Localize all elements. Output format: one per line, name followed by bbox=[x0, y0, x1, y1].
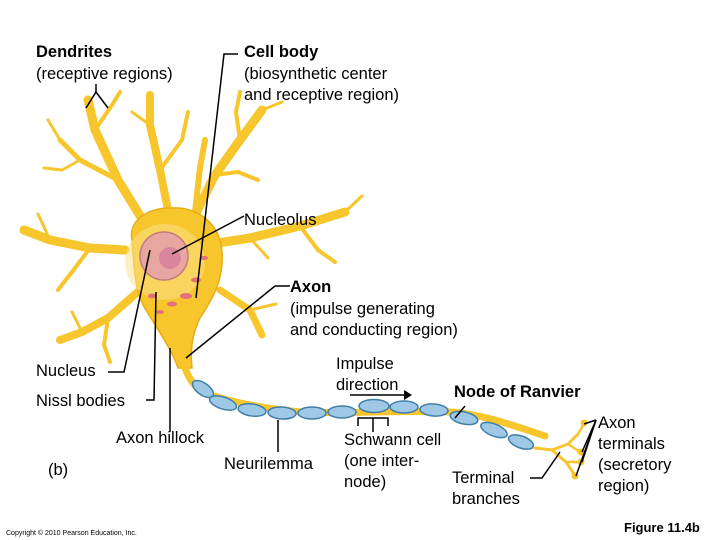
dendrite-branch bbox=[213, 170, 260, 182]
impulse-arrow-head bbox=[404, 390, 412, 400]
terminal-branches-label: Terminal branches bbox=[452, 469, 520, 508]
axon-hillock-label: Axon hillock bbox=[116, 429, 205, 447]
dendrite-branch bbox=[70, 310, 84, 334]
dendrite-branch bbox=[36, 212, 52, 242]
axon-terminals-label: Axon terminals (secretory region) bbox=[598, 414, 672, 495]
dendrite-branch bbox=[93, 90, 122, 132]
panel-letter: (b) bbox=[48, 461, 69, 479]
schwann-cell-segment bbox=[507, 434, 535, 450]
axon-terminal-knob bbox=[580, 419, 588, 427]
dendrite-branch bbox=[298, 224, 337, 264]
myelin-sheath bbox=[191, 379, 535, 450]
nissl-bodies-label: Nissl bodies bbox=[36, 392, 125, 410]
cell-body-subtitle: (biosynthetic center and receptive regio… bbox=[244, 65, 400, 104]
dendrite-branch bbox=[248, 302, 278, 312]
dendrites-title: Dendrites bbox=[36, 43, 113, 61]
schwann-cell-segment bbox=[419, 403, 449, 417]
schwann-cell-segment bbox=[208, 395, 238, 411]
schwann-cell-label: Schwann cell (one inter- node) bbox=[344, 431, 442, 491]
nissl-body bbox=[156, 310, 164, 314]
schwann-cell-segment bbox=[480, 421, 508, 439]
nissl-body bbox=[180, 293, 192, 299]
cell-body-title: Cell body bbox=[244, 43, 319, 61]
nissl-body bbox=[191, 277, 201, 283]
axon-terminals-leader bbox=[575, 419, 597, 477]
axon-leader bbox=[185, 285, 290, 359]
dendrite-branch bbox=[216, 286, 266, 339]
schwann-cell-segment bbox=[358, 398, 390, 414]
dendrite-branch bbox=[83, 95, 155, 237]
nucleolus-label: Nucleolus bbox=[244, 211, 317, 229]
impulse-direction-label: Impulse direction bbox=[336, 355, 399, 394]
schwann-cell-segment bbox=[389, 400, 419, 414]
dendrite-branch bbox=[158, 110, 190, 172]
dendrite-branch bbox=[260, 100, 284, 112]
schwann-cell-segment bbox=[327, 405, 357, 419]
axon-terminals-leader bbox=[583, 419, 597, 425]
nucleus-leader bbox=[108, 249, 151, 373]
schwann-cell-segment bbox=[237, 402, 267, 418]
dendrite-branch bbox=[200, 207, 350, 250]
leader-lines bbox=[85, 53, 597, 479]
dendrites-subtitle: (receptive regions) bbox=[36, 65, 173, 83]
figure-number: Figure 11.4b bbox=[624, 520, 700, 535]
axon-title: Axon bbox=[290, 278, 332, 296]
arrow-right-icon bbox=[350, 390, 412, 400]
dendrite-branch bbox=[56, 286, 144, 344]
axon-subtitle: (impulse generating and conducting regio… bbox=[290, 300, 458, 339]
dendrite-branch bbox=[146, 91, 174, 224]
dendrite-branch bbox=[19, 225, 130, 255]
dendrites bbox=[19, 90, 364, 364]
node-of-ranvier-label: Node of Ranvier bbox=[454, 383, 581, 401]
nissl-body bbox=[200, 256, 208, 260]
schwann-cell-segment bbox=[267, 406, 297, 420]
cell-body-leader bbox=[195, 53, 238, 299]
node-of-ranvier-leader bbox=[454, 405, 466, 419]
dendrite-branch bbox=[248, 236, 270, 260]
nissl-body bbox=[167, 301, 177, 307]
schwann-cell-segment bbox=[297, 406, 327, 420]
dendrite-branch bbox=[42, 158, 82, 172]
dendrite-branch bbox=[234, 90, 242, 142]
terminal-branch bbox=[533, 432, 580, 452]
dendrite-branch bbox=[46, 118, 62, 142]
dendrite-branch bbox=[343, 194, 364, 214]
copyright-notice: Copyright © 2010 Pearson Education, Inc. bbox=[6, 530, 137, 537]
terminal-branches-leader bbox=[530, 451, 561, 479]
dendrite-branch bbox=[102, 316, 112, 364]
nissl-bodies-leader bbox=[146, 291, 157, 401]
nucleolus-leader bbox=[171, 215, 245, 255]
dendrite-branch bbox=[192, 137, 208, 215]
dendrite-branch bbox=[185, 105, 267, 230]
nucleus-label: Nucleus bbox=[36, 362, 96, 380]
dendrite-branch bbox=[56, 246, 92, 292]
neurilemma-label: Neurilemma bbox=[224, 455, 313, 473]
nissl-body bbox=[148, 293, 156, 299]
dendrite-branch bbox=[130, 110, 152, 127]
